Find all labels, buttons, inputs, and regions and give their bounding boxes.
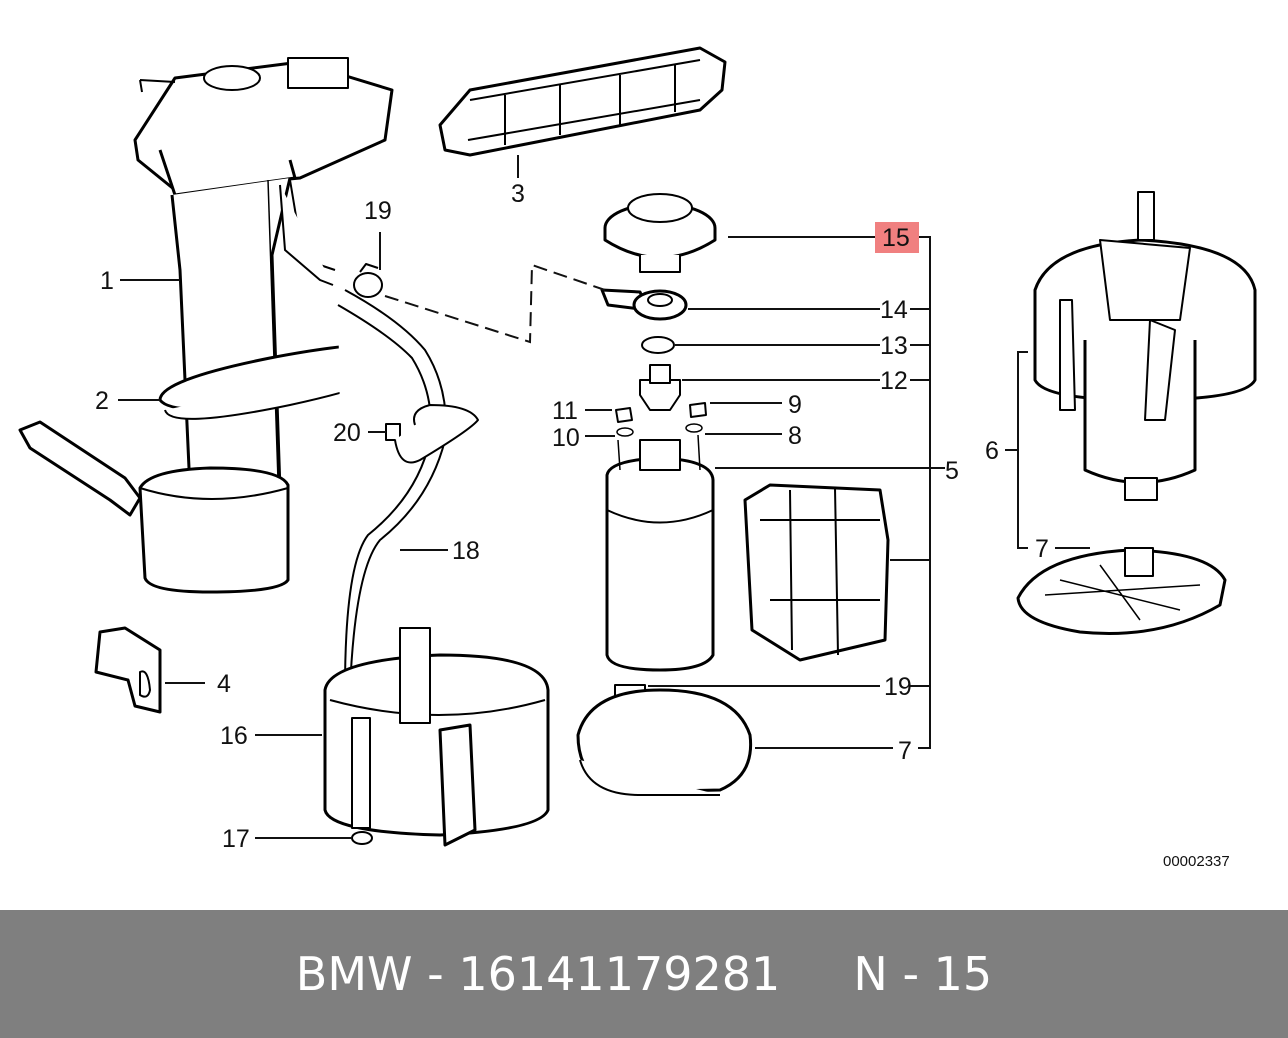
part-9-11-nuts-and-washers (615, 402, 707, 437)
label-4: 4 (217, 670, 231, 698)
drawing-code: 00002337 (1163, 853, 1230, 870)
highlight-box-15 (875, 222, 919, 253)
part-12-nipple (639, 364, 681, 411)
label-9: 9 (788, 391, 802, 419)
part-13-o-ring (641, 336, 675, 354)
part-14-pipe-fitting (600, 288, 688, 321)
parts-diagram: 1 2 3 4 5 6 7 7 8 9 10 11 12 13 14 15 16… (18, 46, 1257, 870)
label-18: 18 (452, 537, 480, 565)
label-1: 1 (100, 267, 114, 295)
part-5-fuel-pump (605, 434, 715, 672)
part-19-clamp-top (353, 263, 383, 298)
label-5: 5 (945, 457, 959, 485)
label-14: 14 (880, 296, 908, 324)
label-7-bottom: 7 (898, 737, 912, 765)
footer-bar: BMW - 16141179281 N - 15 (0, 910, 1288, 1038)
part-15-pressure-damper (603, 193, 717, 273)
label-19-top: 19 (364, 197, 392, 225)
label-3: 3 (511, 180, 525, 208)
label-15: 15 (882, 224, 910, 252)
footer-part-number: BMW - 16141179281 N - 15 (295, 947, 993, 1001)
label-2: 2 (95, 387, 109, 415)
label-16: 16 (220, 722, 248, 750)
label-20: 20 (333, 419, 361, 447)
part-18-hose (337, 289, 447, 691)
parts-diagram-drawing: 1 2 3 4 5 6 7 7 8 9 10 11 12 13 14 15 16… (18, 46, 1257, 870)
part-1-sender-unit (18, 57, 394, 594)
part-3-gasket (438, 46, 727, 157)
label-7-right: 7 (1035, 535, 1049, 563)
label-8: 8 (788, 422, 802, 450)
label-19-right: 19 (884, 673, 912, 701)
pump-holder-cage (743, 483, 890, 662)
part-7-filter-screen (576, 688, 753, 796)
label-11: 11 (552, 397, 578, 425)
part-4-clip (94, 626, 162, 714)
part-7-filter-right (1016, 547, 1227, 635)
label-6: 6 (985, 437, 999, 465)
label-12: 12 (880, 367, 908, 395)
part-16-pump-housing (323, 627, 550, 847)
part-20-wire-connector (385, 404, 479, 464)
part-6-pump-assembly (1033, 191, 1257, 501)
leader-lines (118, 155, 1090, 839)
label-17: 17 (222, 825, 250, 853)
label-13: 13 (880, 332, 908, 360)
label-10: 10 (552, 424, 580, 452)
